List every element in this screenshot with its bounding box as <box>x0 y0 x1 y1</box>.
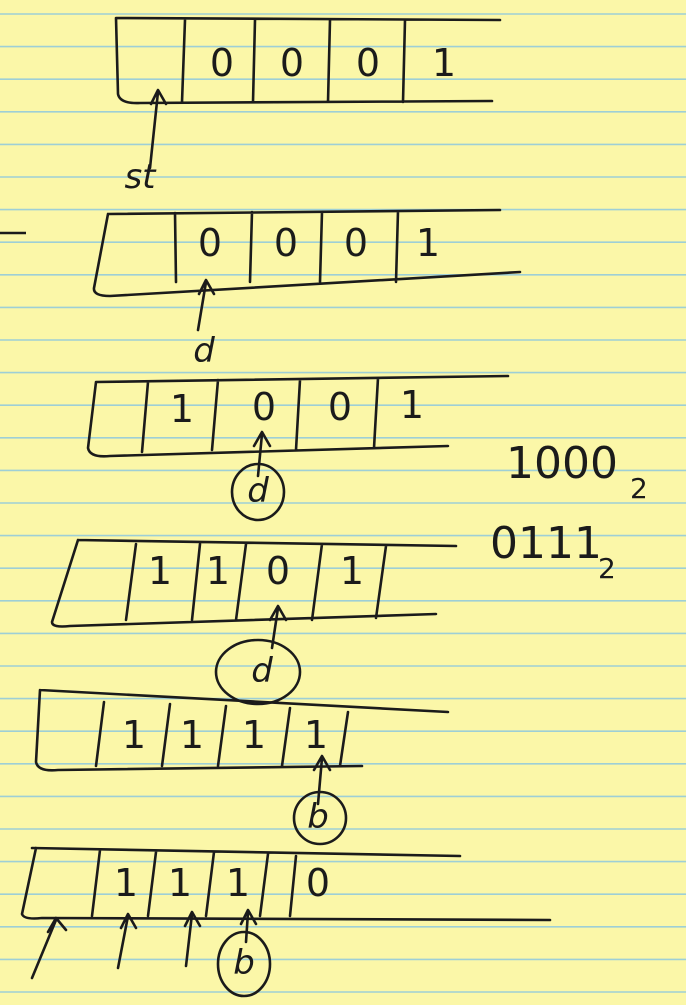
tape-6-cell-2: 1 <box>168 861 192 905</box>
tape-2-head-label: d <box>193 331 215 371</box>
tape-3: 1 0 0 1 d <box>88 376 508 520</box>
tape-5-cell-2: 1 <box>180 713 204 757</box>
tape-5: 1 1 1 1 b <box>36 690 448 844</box>
tape-3-cell-3: 0 <box>328 385 352 429</box>
tape-1-cell-4: 1 <box>432 41 456 85</box>
tape-4-head-label: d <box>251 651 273 691</box>
tape-4-cell-4: 1 <box>340 549 364 593</box>
note-1-value: 1000 <box>506 438 618 489</box>
tape-3-cell-1: 1 <box>170 387 194 431</box>
tape-2-frame <box>94 210 520 296</box>
tape-5-cell-3: 1 <box>242 713 266 757</box>
tape-1-head-label: st <box>124 157 157 197</box>
tape-1: 0 0 0 1 st <box>116 18 500 197</box>
tape-4-cell-3: 0 <box>266 549 290 593</box>
tape-6-head-label: b <box>233 943 255 983</box>
tape-4: 1 1 0 1 d <box>52 540 456 704</box>
tape-3-frame <box>88 376 508 456</box>
tape-3-cell-2: 0 <box>252 385 276 429</box>
tape-6-frame <box>22 848 550 920</box>
binary-notes: 1000 2 0111 2 <box>490 438 648 585</box>
tape-6-cell-3: 1 <box>226 861 250 905</box>
tape-6-cell-4: 0 <box>306 861 330 905</box>
tape-2-cell-2: 0 <box>274 221 298 265</box>
note-1-subscript: 2 <box>630 472 648 505</box>
tape-5-head-label: b <box>307 797 329 837</box>
tape-2: 0 0 0 1 d <box>94 210 520 371</box>
tape-4-cell-2: 1 <box>206 549 230 593</box>
tape-4-cell-1: 1 <box>148 549 172 593</box>
tape-3-head-arrow <box>254 432 270 476</box>
tape-6-cell-1: 1 <box>114 861 138 905</box>
tape-1-cell-3: 0 <box>356 41 380 85</box>
tape-2-cell-1: 0 <box>198 221 222 265</box>
tape-1-cell-2: 0 <box>280 41 304 85</box>
note-2-value: 0111 <box>490 518 602 569</box>
tape-3-cell-4: 1 <box>400 383 424 427</box>
tape-1-cell-1: 0 <box>210 41 234 85</box>
tape-5-cell-1: 1 <box>122 713 146 757</box>
tape-2-head-arrow <box>198 280 214 330</box>
ruled-lines <box>0 14 686 992</box>
tape-2-cell-4: 1 <box>416 221 440 265</box>
tape-3-head-label: d <box>247 471 269 511</box>
note-2-subscript: 2 <box>598 552 616 585</box>
tape-2-cell-3: 0 <box>344 221 368 265</box>
tape-6: 1 1 1 0 b <box>22 848 550 996</box>
tape-4-frame <box>52 540 456 627</box>
tape-6-prev-head-arrows <box>32 912 200 978</box>
tape-5-cell-4: 1 <box>304 713 328 757</box>
